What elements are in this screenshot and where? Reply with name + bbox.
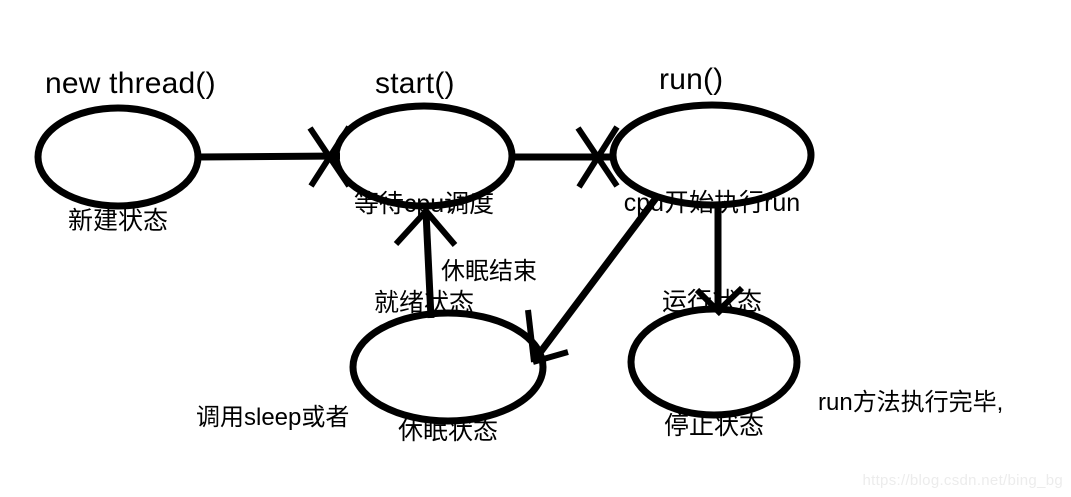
- sleep-call-note-line-1: 调用sleep或者: [196, 404, 350, 432]
- new-state-label: 新建状态: [38, 139, 198, 304]
- running-state-label-line-1: cpu开始执行run: [623, 189, 801, 217]
- csdn-watermark: https://blog.csdn.net/bing_bg: [862, 472, 1063, 489]
- edge-running-to-stopped[interactable]: [694, 203, 745, 317]
- stopped-state-label: 停止状态: [631, 344, 797, 497]
- sleeping-state-ellipse[interactable]: [349, 309, 547, 425]
- running-state-label: cpu开始执行run 运行状态: [613, 121, 811, 385]
- stopped-state-label-line-1: 停止状态: [663, 412, 764, 440]
- sleeping-state-label: 休眠状态: [353, 349, 543, 497]
- new-thread-method-label: new thread(): [45, 67, 216, 100]
- ready-state-label: 等待cpu调度 就绪状态: [336, 122, 512, 386]
- running-state-label-line-2: 运行状态: [661, 288, 762, 316]
- ready-state-label-line-2: 就绪状态: [373, 289, 474, 317]
- run-method-label: run(): [659, 63, 724, 96]
- ready-state-label-line-1: 等待cpu调度: [353, 190, 495, 218]
- edge-running-to-sleeping[interactable]: [525, 195, 659, 365]
- sleep-end-edge-label: 休眠结束: [441, 258, 537, 285]
- edge-sleeping-to-ready[interactable]: [393, 207, 458, 319]
- sleeping-state-label-line-1: 休眠状态: [397, 417, 498, 445]
- edge-ready-to-running[interactable]: [512, 125, 620, 189]
- edge-new-to-ready[interactable]: [196, 125, 352, 188]
- sleep-call-note: 调用sleep或者 wait方法: [196, 325, 349, 497]
- new-state-label-line-1: 新建状态: [67, 207, 168, 235]
- stop-reason-note-line-1: run方法执行完毕,: [818, 389, 1004, 417]
- start-method-label: start(): [375, 67, 455, 100]
- stop-reason-note: run方法执行完毕, 或者调用了stop方法: [818, 310, 1031, 497]
- edge-shapes: [196, 125, 745, 365]
